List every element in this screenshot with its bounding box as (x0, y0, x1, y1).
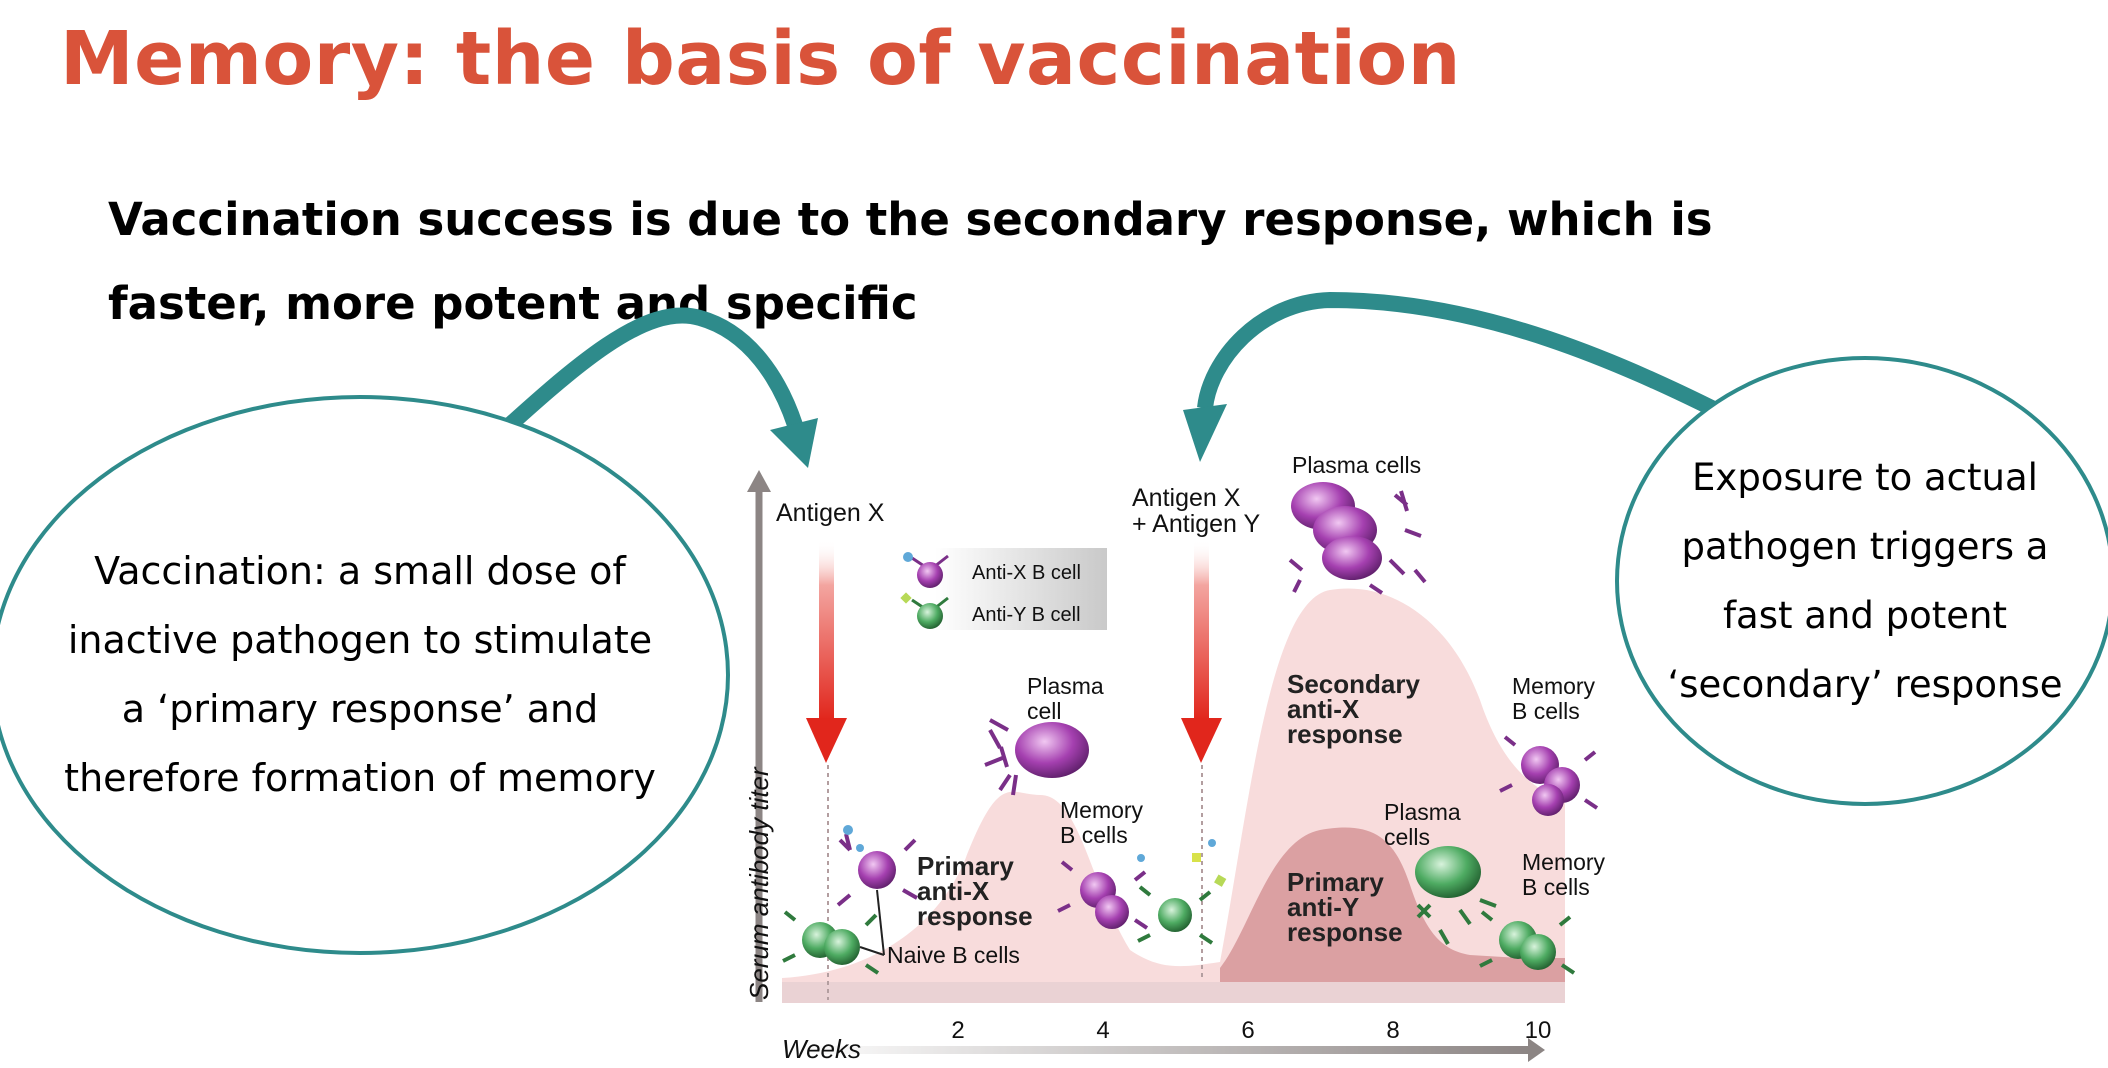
right-callout-text: Exposure to actual pathogen triggers a f… (1667, 456, 2063, 706)
memory-b-cells-3-label-line2: B cells (1522, 874, 1590, 900)
slide-subtitle: Vaccination success is due to the second… (108, 193, 1713, 330)
x-axis (790, 1046, 1530, 1054)
primary-anti-x-label-line3: response (917, 901, 1033, 931)
left-callout-text: Vaccination: a small dose of inactive pa… (64, 549, 656, 800)
antigen-xy-arrowhead (1181, 718, 1222, 763)
x-tick-label: 8 (1386, 1017, 1399, 1044)
legend-anti-y-label: Anti-Y B cell (972, 604, 1081, 626)
memory-b-cells-3-label-line1: Memory (1522, 849, 1606, 875)
memory-b-cells-1-icon (1057, 854, 1149, 930)
naive-b-pointer-1 (876, 889, 885, 956)
antibody-baseline-area (782, 980, 1565, 1003)
antigen-xy-arrow-shaft (1194, 540, 1209, 720)
memory-b-cells-2-icon (1499, 735, 1599, 816)
primary-anti-y-response-area (1220, 827, 1565, 982)
legend-anti-x-cell-icon (903, 552, 949, 588)
plasma-cell-label-line2: cell (1027, 698, 1062, 724)
memory-b-cells-2-label-line1: Memory (1512, 673, 1596, 699)
primary-anti-y-label-line3: response (1287, 917, 1403, 947)
primary-anti-x-label-line2: anti-X (917, 876, 990, 906)
plasma-cells-top-icon (1288, 482, 1427, 595)
legend-anti-y-cell-icon (900, 592, 949, 629)
x-axis-ticks: 2 4 6 8 10 (951, 1017, 1551, 1044)
naive-b-cells-label: Naive B cells (887, 942, 1020, 968)
right-callout-arrowhead (1183, 404, 1227, 462)
naive-b-pointer-2 (859, 946, 885, 956)
right-callout-arrow (1197, 291, 1759, 438)
x-axis-arrowhead (1528, 1038, 1545, 1062)
naive-b-cells-icon (782, 910, 880, 975)
primary-anti-y-label-line1: Primary (1287, 867, 1384, 897)
left-callout-arrowhead (770, 418, 818, 468)
legend-box (935, 548, 1107, 630)
x-axis-label: Weeks (782, 1034, 861, 1064)
antigen-xy-label-line1: Antigen X (1132, 484, 1241, 512)
y-axis-label: Serum antibody titer (744, 766, 774, 1000)
memory-b-cells-3-icon (1479, 910, 1576, 975)
antigen-xy-label-line2: + Antigen Y (1132, 510, 1260, 538)
antigen-x-arrowhead (806, 718, 847, 763)
x-tick-label: 2 (951, 1017, 964, 1044)
memory-b-cells-1-label-line1: Memory (1060, 797, 1144, 823)
plasma-cell-primary-icon (984, 718, 1089, 796)
antigen-x-label: Antigen X (776, 499, 885, 527)
plasma-cells-2-icon (1415, 846, 1497, 945)
memory-b-cells-1-label-line2: B cells (1060, 822, 1128, 848)
memory-b-cells-2-label-line2: B cells (1512, 698, 1580, 724)
right-callout-bubble: Exposure to actual pathogen triggers a f… (1615, 356, 2108, 806)
legend-anti-x-label: Anti-X B cell (972, 562, 1081, 584)
y-axis-arrowhead (747, 470, 771, 492)
antigen-x-arrow-shaft (819, 540, 834, 720)
left-callout-arrow (454, 307, 803, 476)
secondary-anti-x-label-line3: response (1287, 719, 1403, 749)
plasma-cells-top-label: Plasma cells (1292, 452, 1421, 478)
primary-anti-y-label-line2: anti-Y (1287, 892, 1359, 922)
secondary-anti-x-label-line2: anti-X (1287, 694, 1360, 724)
plasma-cell-label-line1: Plasma (1027, 673, 1104, 699)
secondary-anti-x-label-line1: Secondary (1287, 669, 1420, 699)
x-tick-label: 4 (1096, 1017, 1109, 1044)
plasma-cells-2-label-line1: Plasma (1384, 799, 1461, 825)
anti-x-b-cell-icon (836, 825, 918, 907)
primary-anti-x-label-line1: Primary (917, 851, 1014, 881)
slide-title: Memory: the basis of vaccination (60, 16, 1461, 102)
x-tick-label: 6 (1241, 1017, 1254, 1044)
anti-y-b-cell-icon (1137, 839, 1227, 945)
plasma-cells-2-label-line2: cells (1384, 824, 1430, 850)
left-callout-bubble: Vaccination: a small dose of inactive pa… (0, 395, 730, 955)
x-tick-label: 10 (1525, 1017, 1552, 1044)
